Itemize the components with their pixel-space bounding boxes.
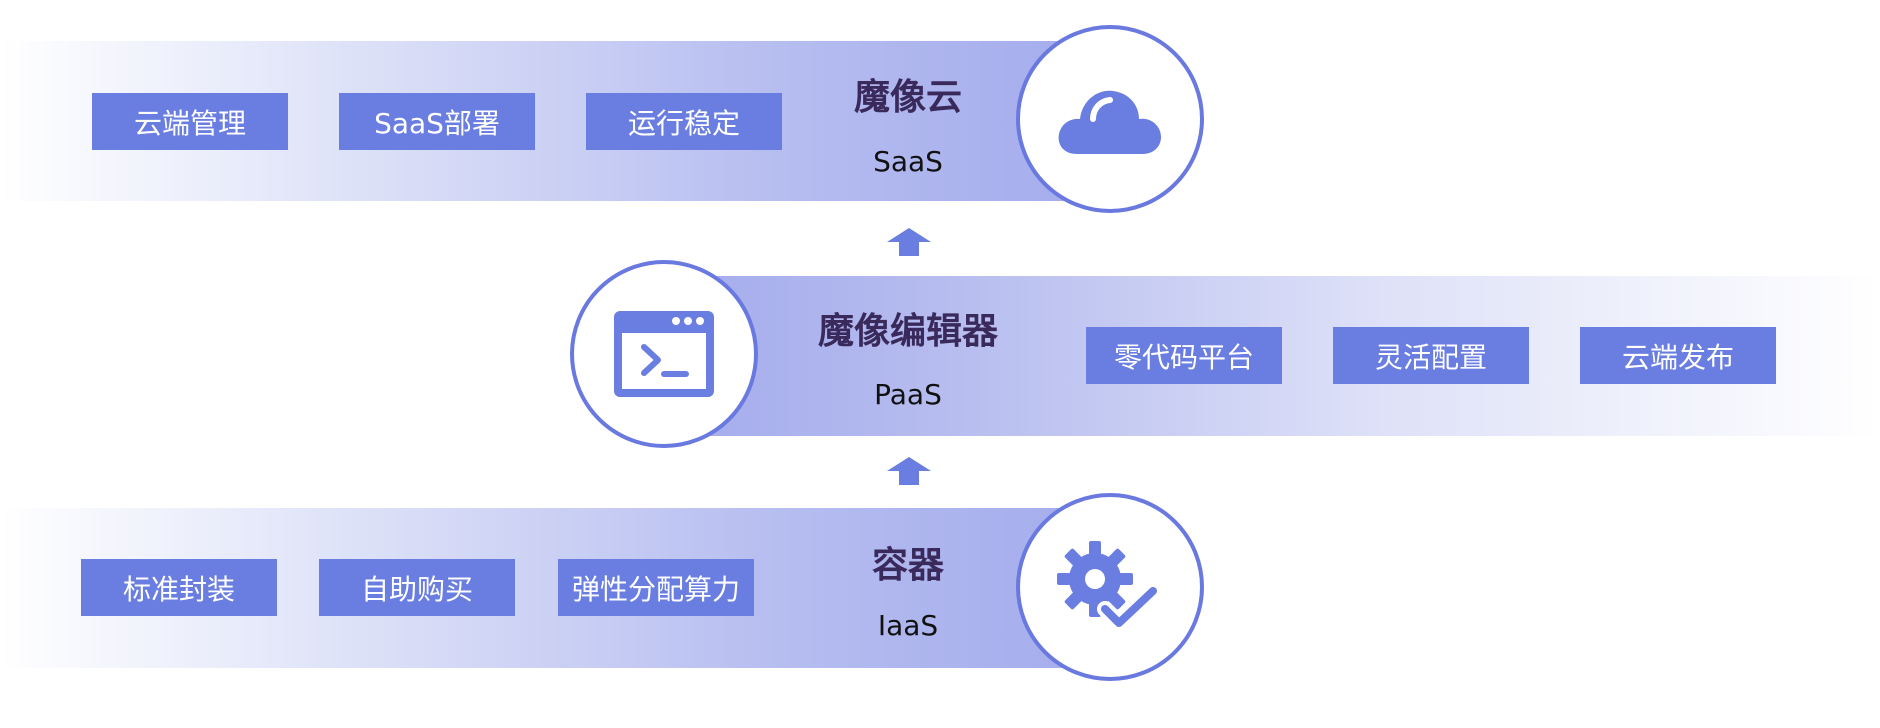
paas-icon-circle: [570, 260, 758, 448]
saas-icon-circle: [1016, 25, 1204, 213]
iaas-tag-3: 弹性分配算力: [558, 559, 754, 616]
iaas-tag-1: 标准封装: [81, 559, 277, 616]
paas-tag-3: 云端发布: [1580, 327, 1776, 384]
saas-tag-3: 运行稳定: [586, 93, 782, 150]
cloud-icon: [1058, 90, 1161, 154]
arrow-up-icon: [887, 457, 931, 485]
saas-tag-2: SaaS部署: [339, 93, 535, 150]
iaas-title: 容器: [871, 545, 944, 586]
saas-title: 魔像云: [853, 77, 962, 118]
gear-check-icon: [1057, 541, 1161, 631]
iaas-tag-2: 自助购买: [319, 559, 515, 616]
paas-subtitle: PaaS: [874, 378, 942, 411]
iaas-subtitle: IaaS: [877, 609, 939, 642]
paas-title: 魔像编辑器: [817, 311, 998, 352]
saas-tag-1: 云端管理: [92, 93, 288, 150]
paas-tag-2: 灵活配置: [1333, 327, 1529, 384]
saas-subtitle: SaaS: [873, 145, 943, 178]
arrow-up-icon: [887, 228, 931, 256]
terminal-window-icon: [614, 311, 714, 397]
paas-tag-1: 零代码平台: [1086, 327, 1282, 384]
iaas-icon-circle: [1016, 493, 1204, 681]
